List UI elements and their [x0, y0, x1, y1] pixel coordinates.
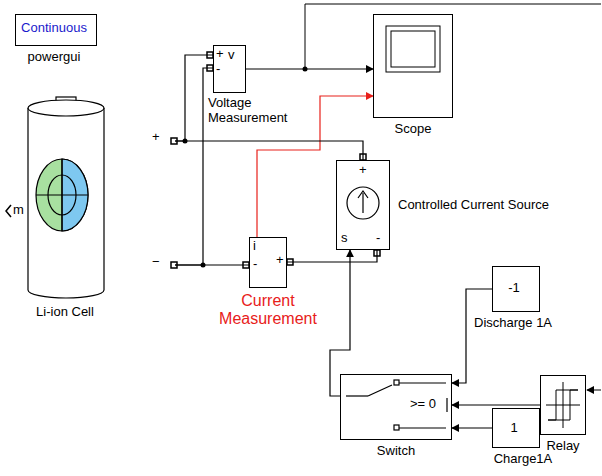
signal-wire — [305, 4, 601, 69]
port-name: m — [13, 203, 24, 218]
wire — [452, 404, 540, 405]
wire — [452, 427, 492, 428]
current-source-symbol — [347, 187, 379, 219]
relay-symbol — [546, 382, 580, 428]
block-caption: Switch — [340, 444, 452, 459]
block-caption: Discharge 1A — [474, 316, 552, 331]
relay-block: Relay — [540, 375, 586, 435]
wire — [287, 250, 377, 262]
block-caption: Li-ion Cell — [15, 305, 115, 320]
terminal-sign: - — [376, 231, 380, 246]
block-caption: Controlled Current Source — [398, 198, 549, 213]
terminal-sign: + — [276, 253, 284, 268]
port-chevron — [6, 205, 11, 217]
block-text: >= 0 — [410, 397, 436, 412]
port-name: s — [341, 231, 348, 246]
terminal-sign: + — [152, 130, 160, 145]
block-text: 1 — [492, 421, 536, 436]
constant-block: 1Charge1A — [492, 408, 540, 448]
terminal-sign: - — [216, 62, 220, 77]
scope-screen — [386, 26, 440, 72]
battery-block: Li-ion Cell — [20, 92, 175, 302]
wire — [175, 68, 213, 265]
terminal-sign: + — [359, 163, 367, 178]
switch-block: >= 0Switch — [340, 374, 452, 440]
terminal-sign: − — [152, 255, 160, 270]
block-text: Continuous — [15, 21, 93, 36]
solver-block: Continuouspowergui — [15, 14, 97, 46]
block-caption: powergui — [15, 50, 93, 65]
scope-block: Scope — [373, 14, 453, 118]
wire — [452, 289, 492, 383]
input-wire — [587, 390, 601, 391]
terminal-sign: - — [253, 257, 257, 272]
block-caption: Charge1A — [478, 452, 568, 467]
block-text: i — [253, 239, 265, 254]
battery-icon — [28, 97, 104, 298]
block-caption: Scope — [363, 122, 463, 137]
block-caption: Voltage Measurement — [208, 96, 308, 126]
block-caption: Current Measurement — [211, 292, 325, 329]
block-text: -1 — [492, 281, 536, 296]
switch-symbol — [346, 380, 447, 430]
wire — [175, 264, 249, 265]
constant-block: -1Discharge 1A — [492, 266, 540, 312]
terminal-sign: + — [216, 47, 224, 62]
wire — [246, 68, 373, 69]
block-text: v — [228, 48, 242, 63]
wire — [175, 141, 363, 160]
